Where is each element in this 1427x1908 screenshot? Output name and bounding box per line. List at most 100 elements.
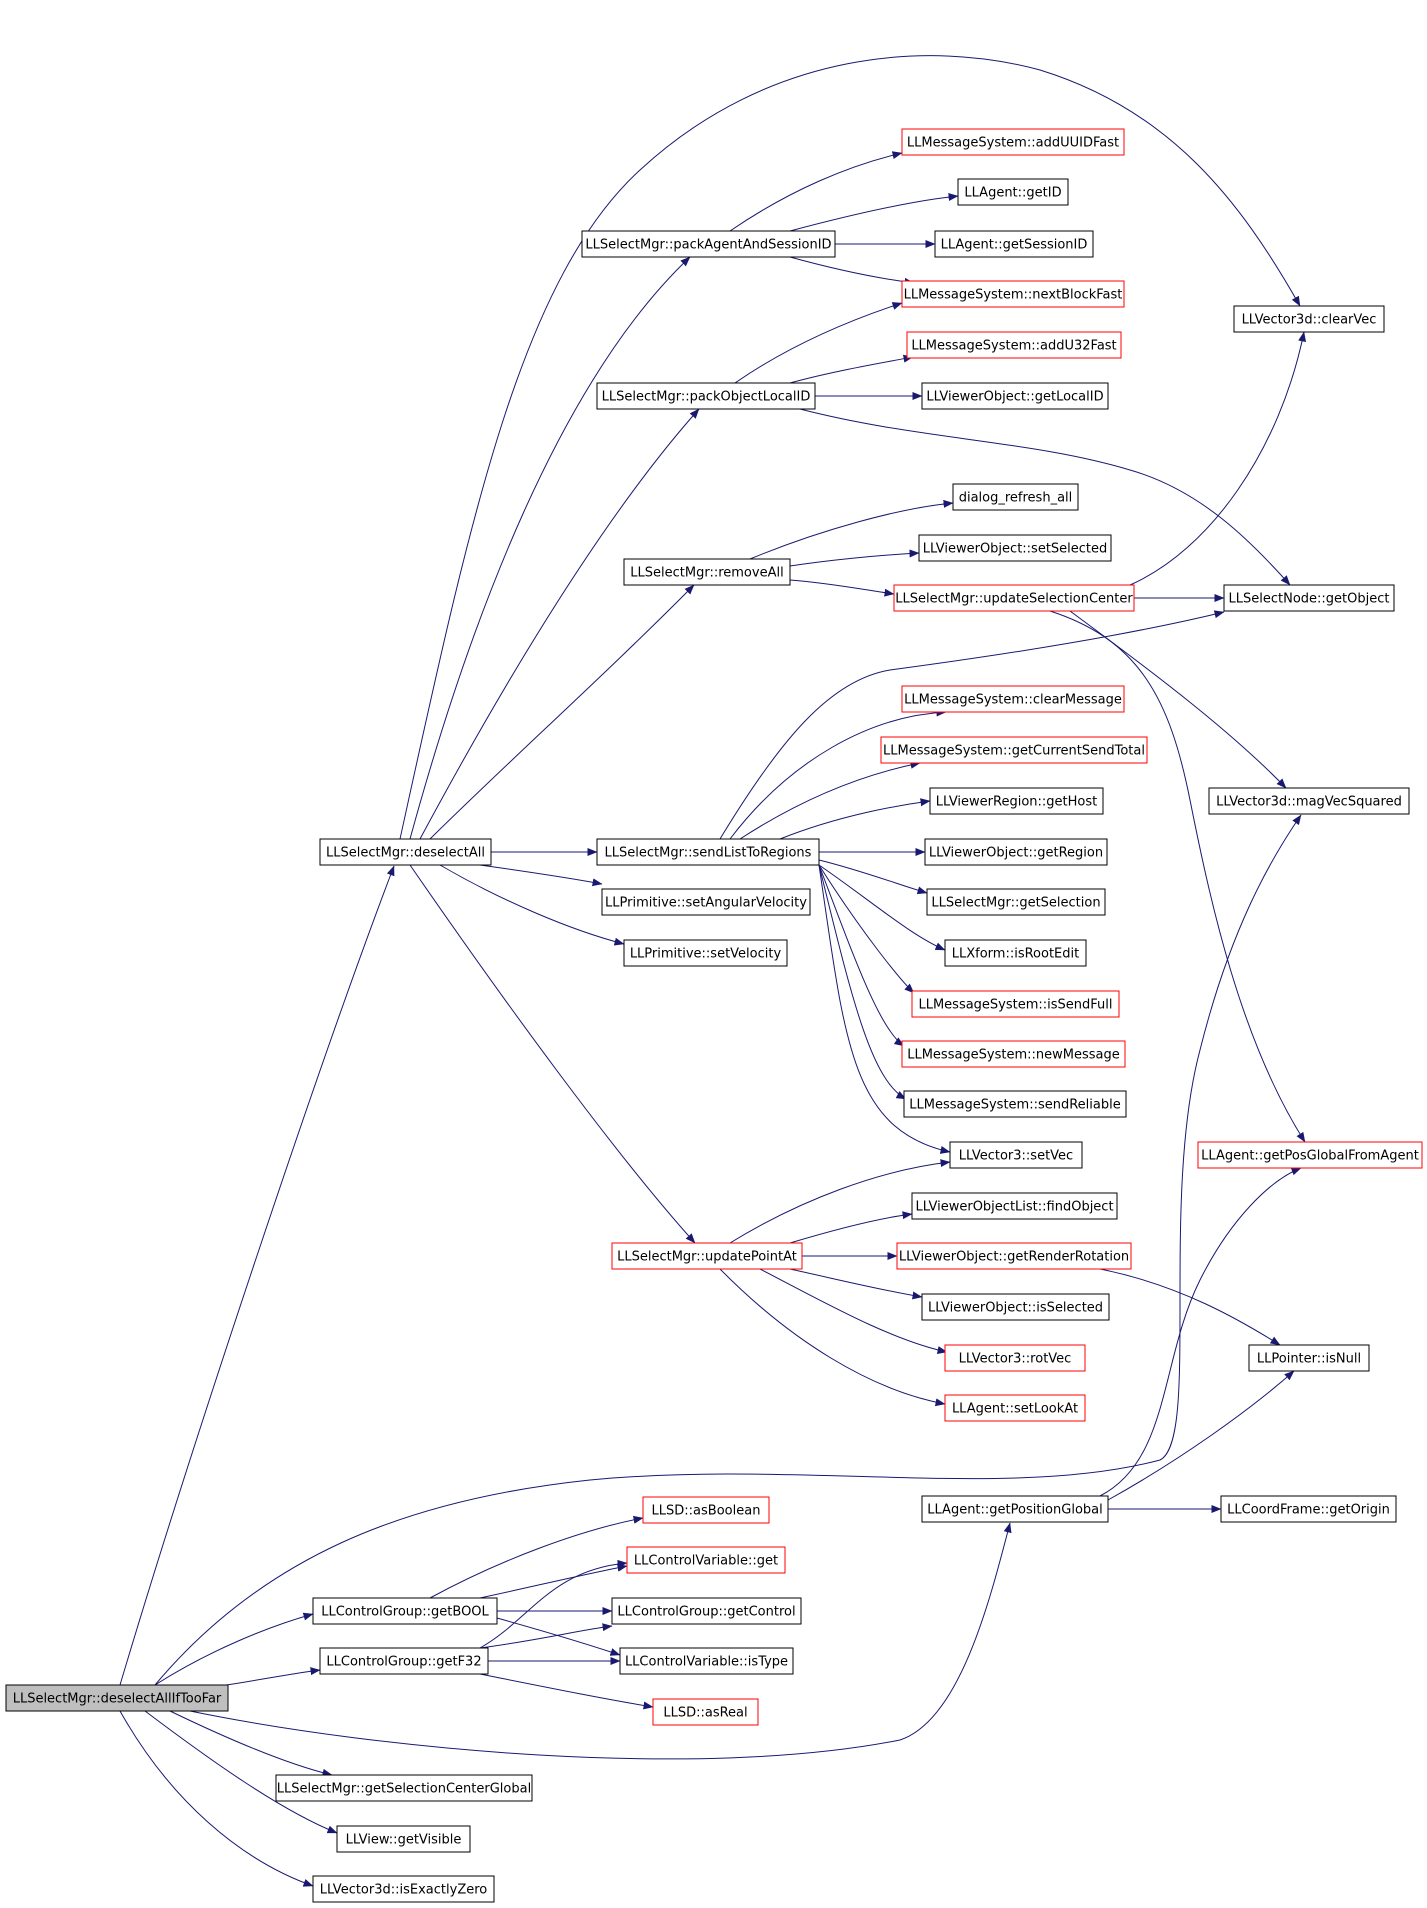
node-addU32Fast[interactable]: LLMessageSystem::addU32Fast: [906, 331, 1122, 359]
edge-deselectAllIfTooFar-to-getBOOL: [154, 1612, 314, 1686]
node-box: [611, 1597, 802, 1625]
node-isExactlyZero[interactable]: LLVector3d::isExactlyZero: [312, 1875, 495, 1903]
edge-packAgentAndSessionID-to-nextBlockFast: [789, 256, 915, 286]
edge-sendListToRegions-to-getCurrentSendTotal: [739, 760, 921, 840]
node-box: [1197, 1141, 1423, 1169]
node-isType[interactable]: LLControlVariable::isType: [619, 1647, 794, 1675]
node-asReal[interactable]: LLSD::asReal: [652, 1698, 759, 1726]
edge-deselectAllIfTooFar-to-deselectAll: [119, 865, 395, 1686]
node-isRootEdit[interactable]: LLXform::isRootEdit: [944, 939, 1087, 967]
node-findObject[interactable]: LLViewerObjectList::findObject: [911, 1192, 1118, 1220]
edge-updatePointAt-to-setVec: [729, 1159, 951, 1244]
node-packAgentAndSessionID[interactable]: LLSelectMgr::packAgentAndSessionID: [581, 230, 836, 258]
node-isNull[interactable]: LLPointer::isNull: [1248, 1344, 1370, 1372]
node-getCurrentSendTotal[interactable]: LLMessageSystem::getCurrentSendTotal: [880, 736, 1148, 764]
node-box: [1220, 1495, 1397, 1523]
node-getBOOL[interactable]: LLControlGroup::getBOOL: [312, 1597, 498, 1625]
node-addUUIDFast[interactable]: LLMessageSystem::addUUIDFast: [901, 128, 1125, 156]
edge-deselectAllIfTooFar-to-getF32: [219, 1667, 321, 1687]
node-label: LLPrimitive::setVelocity: [630, 947, 782, 962]
node-label: LLControlVariable::isType: [625, 1655, 788, 1670]
node-dialogRefreshAll[interactable]: dialog_refresh_all: [952, 483, 1079, 511]
node-label: LLAgent::getPosGlobalFromAgent: [1201, 1149, 1419, 1164]
node-label: LLSelectMgr::getSelectionCenterGlobal: [277, 1782, 531, 1797]
node-box: [619, 1647, 794, 1675]
node-box: [901, 1040, 1126, 1068]
node-getID[interactable]: LLAgent::getID: [957, 178, 1069, 206]
node-updateSelectionCenter[interactable]: LLSelectMgr::updateSelectionCenter: [893, 584, 1135, 612]
node-getControl[interactable]: LLControlGroup::getControl: [611, 1597, 802, 1625]
node-label: LLMessageSystem::sendReliable: [909, 1098, 1120, 1113]
node-setLookAt[interactable]: LLAgent::setLookAt: [944, 1394, 1086, 1422]
node-rotVec[interactable]: LLVector3::rotVec: [944, 1344, 1086, 1372]
node-isSelected[interactable]: LLViewerObject::isSelected: [921, 1293, 1110, 1321]
edge-deselectAll-to-packObjectLocalID: [419, 408, 700, 840]
node-box: [901, 685, 1125, 713]
node-getPositionGlobal[interactable]: LLAgent::getPositionGlobal: [921, 1495, 1109, 1523]
node-clearMessage[interactable]: LLMessageSystem::clearMessage: [901, 685, 1125, 713]
node-removeAll[interactable]: LLSelectMgr::removeAll: [623, 558, 791, 586]
node-getF32[interactable]: LLControlGroup::getF32: [319, 1647, 489, 1675]
node-clearVec[interactable]: LLVector3d::clearVec: [1233, 305, 1385, 333]
node-isSendFull[interactable]: LLMessageSystem::isSendFull: [911, 990, 1120, 1018]
node-label: LLXform::isRootEdit: [952, 947, 1079, 962]
node-setAngularVelocity[interactable]: LLPrimitive::setAngularVelocity: [601, 888, 811, 916]
node-sendReliable[interactable]: LLMessageSystem::sendReliable: [903, 1090, 1127, 1118]
node-label: LLMessageSystem::addU32Fast: [911, 339, 1116, 354]
node-setVec[interactable]: LLVector3::setVec: [949, 1141, 1083, 1169]
node-deselectAllIfTooFar[interactable]: LLSelectMgr::deselectAllIfTooFar: [5, 1684, 229, 1712]
node-label: dialog_refresh_all: [959, 491, 1073, 506]
node-box: [944, 1344, 1086, 1372]
node-getSelection[interactable]: LLSelectMgr::getSelection: [926, 888, 1106, 916]
node-box: [934, 230, 1094, 258]
node-box: [901, 280, 1125, 308]
edge-updatePointAt-to-isSelected: [789, 1268, 923, 1300]
edge-getBOOL-to-isType: [496, 1617, 621, 1656]
node-nextBlockFast[interactable]: LLMessageSystem::nextBlockFast: [901, 280, 1125, 308]
node-box: [918, 534, 1112, 562]
node-label: LLVector3d::isExactlyZero: [320, 1883, 488, 1898]
node-getOrigin[interactable]: LLCoordFrame::getOrigin: [1220, 1495, 1397, 1523]
node-box: [903, 1090, 1127, 1118]
node-getPosGlobalFromAgent[interactable]: LLAgent::getPosGlobalFromAgent: [1197, 1141, 1423, 1169]
node-box: [1223, 584, 1395, 612]
node-packObjectLocalID[interactable]: LLSelectMgr::packObjectLocalID: [596, 382, 816, 410]
edge-getBOOL-to-controlVariableGet: [479, 1563, 628, 1599]
node-box: [906, 331, 1122, 359]
node-getHost[interactable]: LLViewerRegion::getHost: [929, 787, 1104, 815]
node-getObject[interactable]: LLSelectNode::getObject: [1223, 584, 1395, 612]
node-label: LLControlGroup::getF32: [326, 1655, 481, 1670]
node-box: [319, 1647, 489, 1675]
node-updatePointAt[interactable]: LLSelectMgr::updatePointAt: [611, 1242, 803, 1270]
node-label: LLMessageSystem::newMessage: [907, 1048, 1120, 1063]
node-deselectAll[interactable]: LLSelectMgr::deselectAll: [319, 838, 492, 866]
node-setVelocity[interactable]: LLPrimitive::setVelocity: [623, 939, 788, 967]
node-box: [926, 888, 1106, 916]
edge-sendListToRegions-to-isRootEdit: [818, 864, 946, 951]
node-box: [896, 1242, 1132, 1270]
edge-getPositionGlobal-to-isNull: [1107, 1370, 1295, 1501]
node-newMessage[interactable]: LLMessageSystem::newMessage: [901, 1040, 1126, 1068]
node-getVisible[interactable]: LLView::getVisible: [336, 1825, 471, 1853]
node-magVecSquared[interactable]: LLVector3d::magVecSquared: [1208, 787, 1410, 815]
node-box: [1208, 787, 1410, 815]
node-label: LLViewerRegion::getHost: [936, 795, 1097, 810]
node-box: [893, 584, 1135, 612]
node-sendListToRegions[interactable]: LLSelectMgr::sendListToRegions: [596, 838, 820, 866]
edge-deselectAll-to-setAngularVelocity: [479, 864, 603, 887]
node-setSelected[interactable]: LLViewerObject::setSelected: [918, 534, 1112, 562]
edge-updatePointAt-to-rotVec: [759, 1268, 948, 1354]
node-asBoolean[interactable]: LLSD::asBoolean: [642, 1496, 770, 1524]
edge-sendListToRegions-to-getSelection: [818, 859, 928, 895]
node-getSelectionCenterGlobal[interactable]: LLSelectMgr::getSelectionCenterGlobal: [275, 1774, 533, 1802]
node-getLocalID[interactable]: LLViewerObject::getLocalID: [921, 382, 1109, 410]
node-box: [921, 382, 1109, 410]
node-label: LLAgent::getPositionGlobal: [927, 1503, 1102, 1518]
node-getRegion[interactable]: LLViewerObject::getRegion: [924, 838, 1108, 866]
node-controlVariableGet[interactable]: LLControlVariable::get: [626, 1546, 786, 1574]
edge-updatePointAt-to-findObject: [789, 1211, 913, 1244]
node-label: LLVector3d::clearVec: [1242, 313, 1377, 328]
node-getSessionID[interactable]: LLAgent::getSessionID: [934, 230, 1094, 258]
node-getRenderRotation[interactable]: LLViewerObject::getRenderRotation: [896, 1242, 1132, 1270]
